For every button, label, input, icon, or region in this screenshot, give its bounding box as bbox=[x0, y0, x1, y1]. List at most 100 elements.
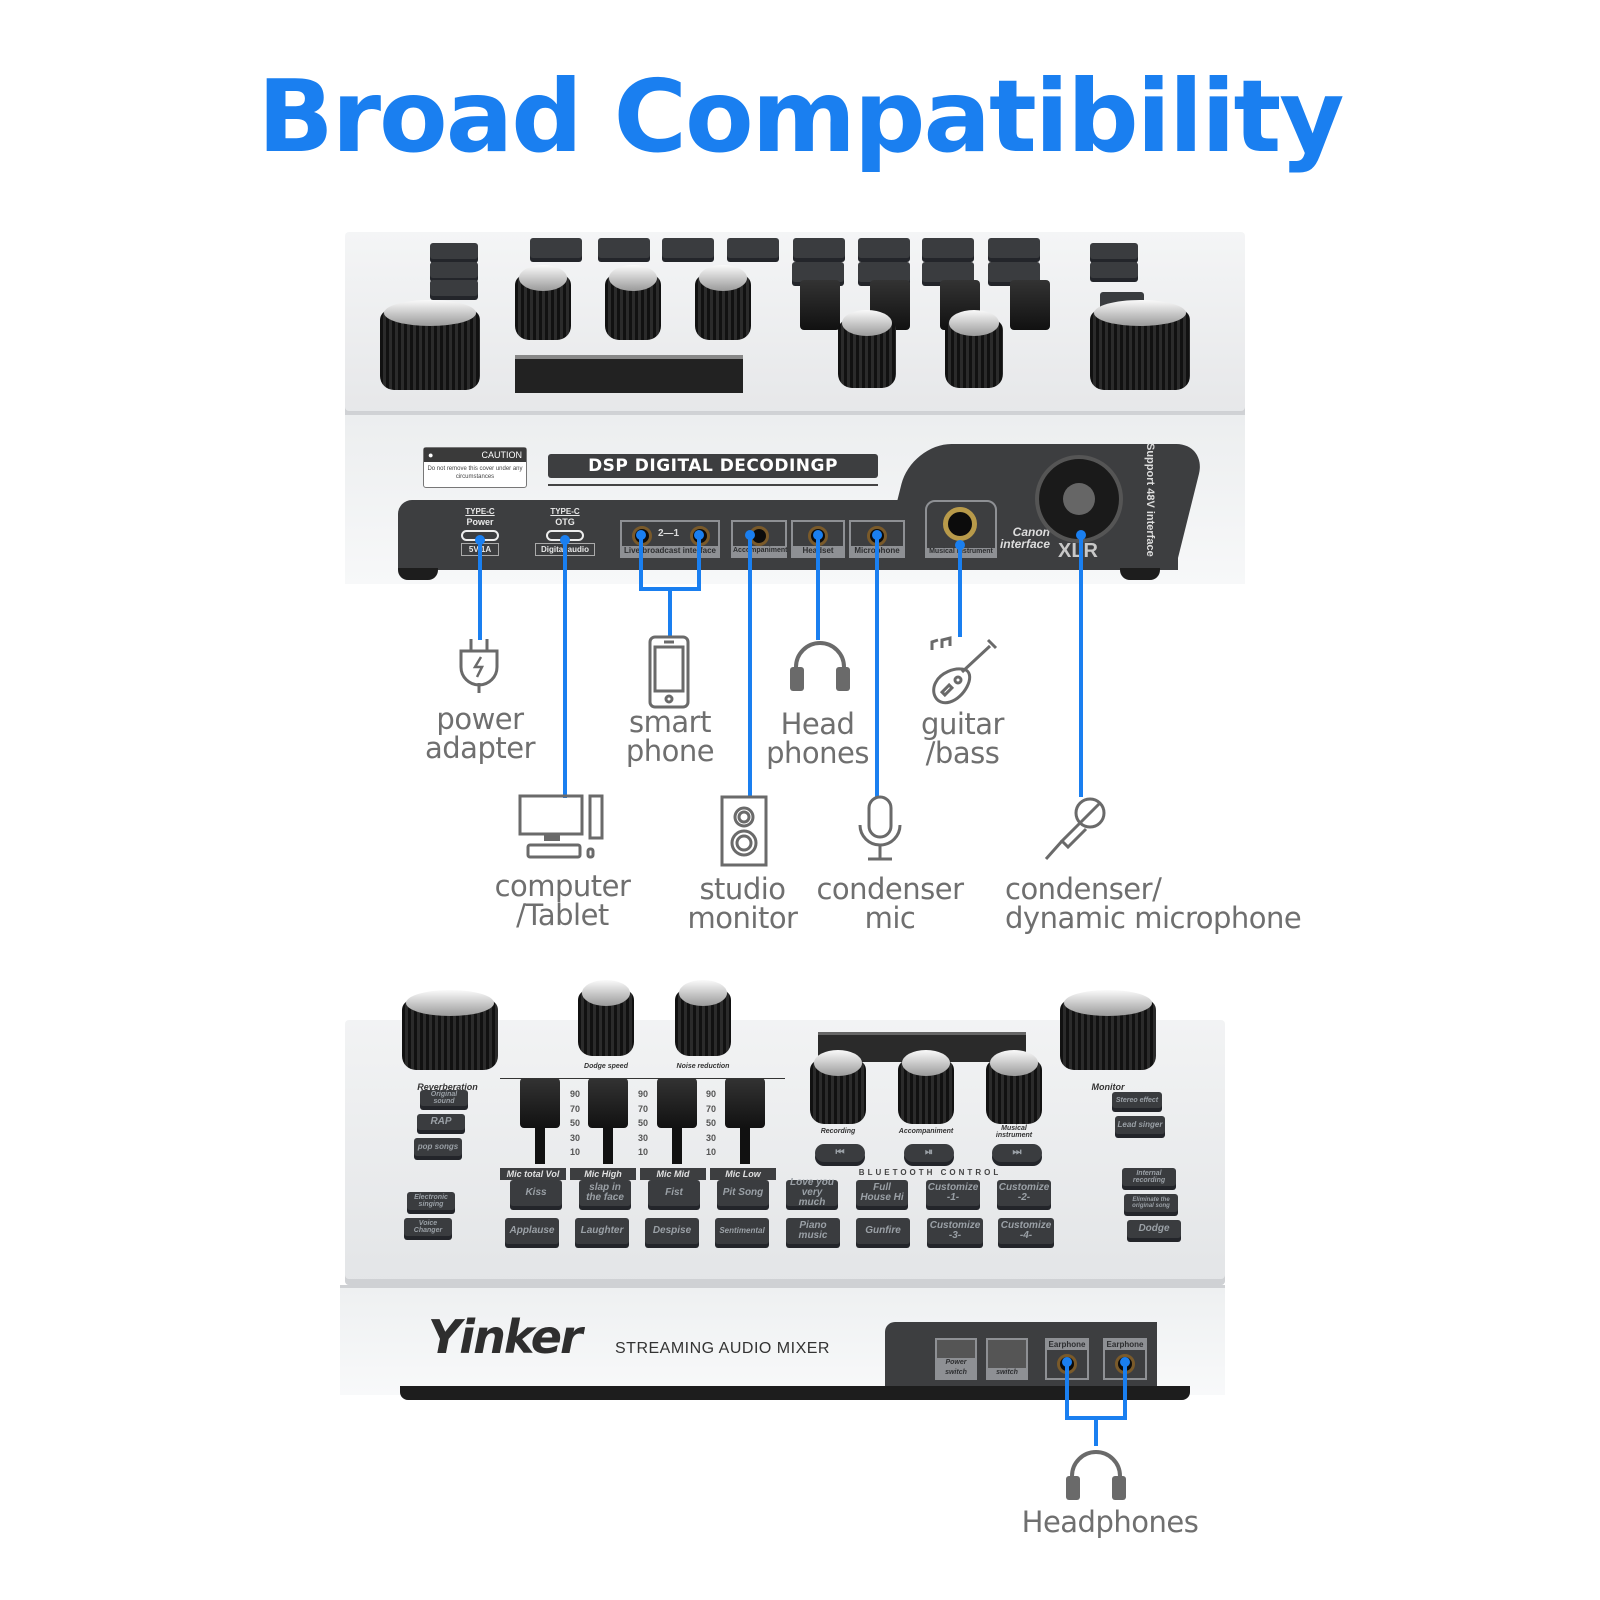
pad-key bbox=[988, 238, 1040, 258]
port-label: Live broadcast interface bbox=[622, 546, 718, 556]
device-foot bbox=[398, 568, 438, 580]
knob bbox=[515, 265, 571, 340]
port-indicator: 2—1 bbox=[658, 528, 680, 539]
pad-customize-3[interactable]: Customize -3- bbox=[927, 1218, 983, 1244]
power-switch[interactable]: Power switch bbox=[935, 1338, 977, 1380]
pad-kiss[interactable]: Kiss bbox=[510, 1180, 562, 1206]
monitor-knob[interactable] bbox=[1060, 990, 1156, 1070]
brand-logo: Yinker bbox=[428, 1310, 583, 1364]
page-title: Broad Compatibility bbox=[257, 58, 1345, 175]
pad-slap-in-the-face[interactable]: slap in the face bbox=[579, 1180, 631, 1206]
pad-key bbox=[858, 262, 910, 282]
pad-applause[interactable]: Applause bbox=[505, 1218, 559, 1244]
connector-line bbox=[958, 545, 962, 637]
key-eliminate-original-song[interactable]: Eliminate the original song bbox=[1124, 1194, 1178, 1212]
accompaniment-knob[interactable] bbox=[898, 1050, 954, 1124]
pad-customize-2[interactable]: Customize -2- bbox=[997, 1180, 1051, 1206]
computer-icon bbox=[518, 794, 604, 859]
pad-customize-4[interactable]: Customize -4- bbox=[998, 1218, 1054, 1244]
pad-fist[interactable]: Fist bbox=[648, 1180, 700, 1206]
knob bbox=[695, 265, 751, 340]
connector-line bbox=[563, 540, 567, 798]
pad-full-house[interactable]: Full House Hi bbox=[856, 1180, 908, 1206]
guitar-icon bbox=[930, 636, 998, 705]
product-name: STREAMING AUDIO MIXER bbox=[615, 1340, 830, 1357]
key-dodge[interactable]: Dodge bbox=[1127, 1220, 1181, 1238]
monitor-knob bbox=[1090, 300, 1190, 390]
pad-love-you[interactable]: Love you very much bbox=[786, 1178, 838, 1208]
fader-track bbox=[535, 1128, 545, 1164]
dodge-speed-label: Dodge speed bbox=[584, 1063, 628, 1070]
key-lead-singer[interactable]: Lead singer bbox=[1115, 1116, 1165, 1134]
pad-key bbox=[793, 238, 845, 258]
pad-pit-song[interactable]: Pit Song bbox=[717, 1180, 769, 1206]
port-live-broadcast: 2—1 Live broadcast interface bbox=[620, 520, 720, 558]
recording-knob[interactable] bbox=[810, 1050, 866, 1124]
fader-mic-mid[interactable] bbox=[657, 1078, 697, 1128]
pad-despise[interactable]: Despise bbox=[645, 1218, 699, 1244]
pad-key bbox=[858, 238, 910, 258]
knob bbox=[605, 265, 661, 340]
bluetooth-control-label: BLUETOOTH CONTROL bbox=[858, 1168, 1002, 1177]
bluetooth-next-button[interactable]: ⏭ bbox=[992, 1144, 1042, 1162]
connector-line bbox=[748, 535, 752, 797]
knob bbox=[945, 310, 1003, 388]
fader-mic-high[interactable] bbox=[588, 1078, 628, 1128]
dodge-speed-knob[interactable] bbox=[578, 980, 634, 1056]
fader-track bbox=[672, 1128, 682, 1164]
fader-mic-low[interactable] bbox=[725, 1078, 765, 1128]
reverb-knob bbox=[380, 300, 480, 390]
key-stereo-effect[interactable]: Stereo effect bbox=[1112, 1092, 1162, 1108]
knob bbox=[838, 310, 896, 388]
reverberation-knob[interactable] bbox=[402, 990, 498, 1070]
key-internal-recording[interactable]: Internal recording bbox=[1122, 1168, 1176, 1186]
phone-slot bbox=[515, 355, 743, 393]
pad-key bbox=[922, 262, 974, 282]
pad-key bbox=[792, 262, 844, 282]
pad-customize-1[interactable]: Customize -1- bbox=[926, 1180, 980, 1206]
key-electronic-singing[interactable]: Electronic singing bbox=[407, 1192, 455, 1210]
connector-line bbox=[639, 535, 643, 590]
fader-label: Mic Low bbox=[710, 1168, 776, 1180]
key-rap[interactable]: RAP bbox=[417, 1114, 465, 1130]
bluetooth-play-pause-button[interactable]: ⏯ bbox=[904, 1144, 954, 1162]
xlr-label: XLR bbox=[1058, 540, 1098, 562]
side-key bbox=[1090, 262, 1138, 278]
label-computer-tablet: computer/Tablet bbox=[494, 869, 631, 932]
pad-sentimental[interactable]: Sentimental bbox=[715, 1218, 769, 1244]
key-voice-changer[interactable]: Voice Changer bbox=[404, 1218, 452, 1236]
fader-cap bbox=[1010, 280, 1050, 330]
warning-icon: ● bbox=[428, 450, 434, 460]
quarter-inch-jack bbox=[943, 507, 977, 541]
pad-piano-music[interactable]: Piano music bbox=[786, 1218, 840, 1244]
bluetooth-previous-button[interactable]: ⏮ bbox=[815, 1144, 865, 1162]
key-original-sound[interactable]: Original sound bbox=[420, 1090, 468, 1106]
fader-cap bbox=[800, 280, 840, 330]
headphones-icon bbox=[790, 641, 850, 691]
key-pop-songs[interactable]: pop songs bbox=[414, 1138, 462, 1156]
fader-track bbox=[603, 1128, 613, 1164]
noise-reduction-label: Noise reduction bbox=[676, 1063, 730, 1070]
fader-label: Mic total Vol bbox=[500, 1168, 566, 1180]
noise-reduction-knob[interactable] bbox=[675, 980, 731, 1056]
musical-instrument-knob[interactable] bbox=[986, 1050, 1042, 1124]
pad-gunfire[interactable]: Gunfire bbox=[856, 1218, 910, 1244]
label-headphones-output: Headphones bbox=[1021, 1505, 1199, 1539]
canon-interface-label: Canon interface bbox=[999, 525, 1050, 551]
switch[interactable]: switch bbox=[986, 1338, 1028, 1380]
handheld-mic-icon bbox=[1044, 797, 1106, 860]
fader-mic-total-vol[interactable] bbox=[520, 1078, 560, 1128]
pad-key bbox=[922, 238, 974, 258]
reverberation-label: Reverberation bbox=[417, 1082, 478, 1092]
pad-laughter[interactable]: Laughter bbox=[575, 1218, 629, 1244]
connector-line bbox=[1094, 1416, 1098, 1446]
fader-label: Mic Mid bbox=[640, 1168, 706, 1180]
dsp-banner: DSP DIGITAL DECODINGP bbox=[548, 454, 878, 478]
side-key bbox=[430, 280, 478, 296]
